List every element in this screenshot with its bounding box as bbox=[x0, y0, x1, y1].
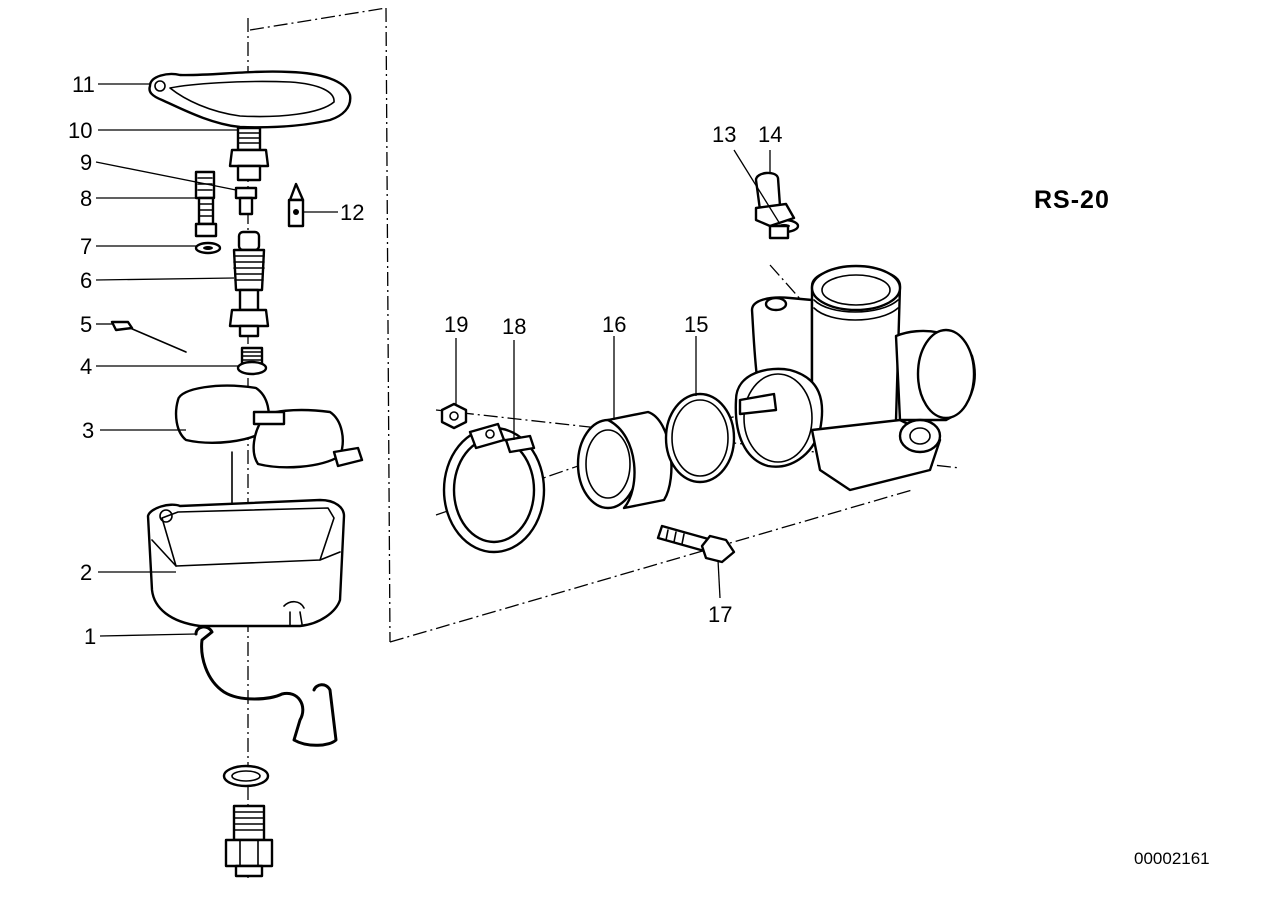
part-9-jet bbox=[234, 186, 258, 216]
callout-18: 18 bbox=[502, 314, 526, 339]
part-7-washer bbox=[194, 241, 222, 255]
callout-6: 6 bbox=[80, 268, 92, 293]
callout-7: 7 bbox=[80, 234, 92, 259]
callout-10: 10 bbox=[68, 118, 92, 143]
callout-labels: 1 2 3 4 5 6 7 8 9 10 11 12 13 14 15 16 1… bbox=[68, 72, 782, 649]
part-3-floats bbox=[174, 384, 364, 533]
part-12-float-needle bbox=[287, 182, 305, 228]
callout-17: 17 bbox=[708, 602, 732, 627]
callout-2: 2 bbox=[80, 560, 92, 585]
drain-plug bbox=[224, 804, 274, 878]
callout-15: 15 bbox=[684, 312, 708, 337]
part-15-o-ring bbox=[664, 392, 736, 484]
callout-14: 14 bbox=[758, 122, 782, 147]
part-11-float-chamber-gasket bbox=[148, 70, 352, 129]
callout-11: 11 bbox=[72, 72, 95, 97]
part-5-jet-needle bbox=[110, 320, 187, 353]
callout-16: 16 bbox=[602, 312, 626, 337]
callout-12: 12 bbox=[340, 200, 364, 225]
part-8-filter-tube bbox=[194, 170, 218, 238]
part-18-clamp-ring bbox=[442, 422, 546, 554]
callout-5: 5 bbox=[80, 312, 92, 337]
part-17-bolt bbox=[656, 524, 736, 564]
part-16-sleeve bbox=[576, 410, 673, 510]
part-14-hose-nipple bbox=[754, 171, 796, 240]
diagram-title: RS-20 bbox=[1034, 186, 1110, 214]
callout-1: 1 bbox=[84, 624, 96, 649]
carburetor-body bbox=[734, 264, 976, 492]
callout-3: 3 bbox=[82, 418, 94, 443]
part-6-needle-jet bbox=[228, 230, 270, 338]
drain-washer bbox=[222, 764, 270, 788]
callout-8: 8 bbox=[80, 186, 92, 211]
part-1-retaining-clip bbox=[194, 625, 338, 747]
leader-lines bbox=[95, 83, 781, 637]
part-2-float-bowl bbox=[146, 498, 346, 628]
part-10-jet-carrier bbox=[228, 126, 270, 182]
callout-13: 13 bbox=[712, 122, 736, 147]
part-4-main-jet bbox=[236, 346, 268, 376]
callout-4: 4 bbox=[80, 354, 92, 379]
diagram-reference-number: 00002161 bbox=[1134, 849, 1210, 868]
part-19-nut bbox=[440, 402, 468, 430]
callout-9: 9 bbox=[80, 150, 92, 175]
callout-19: 19 bbox=[444, 312, 468, 337]
